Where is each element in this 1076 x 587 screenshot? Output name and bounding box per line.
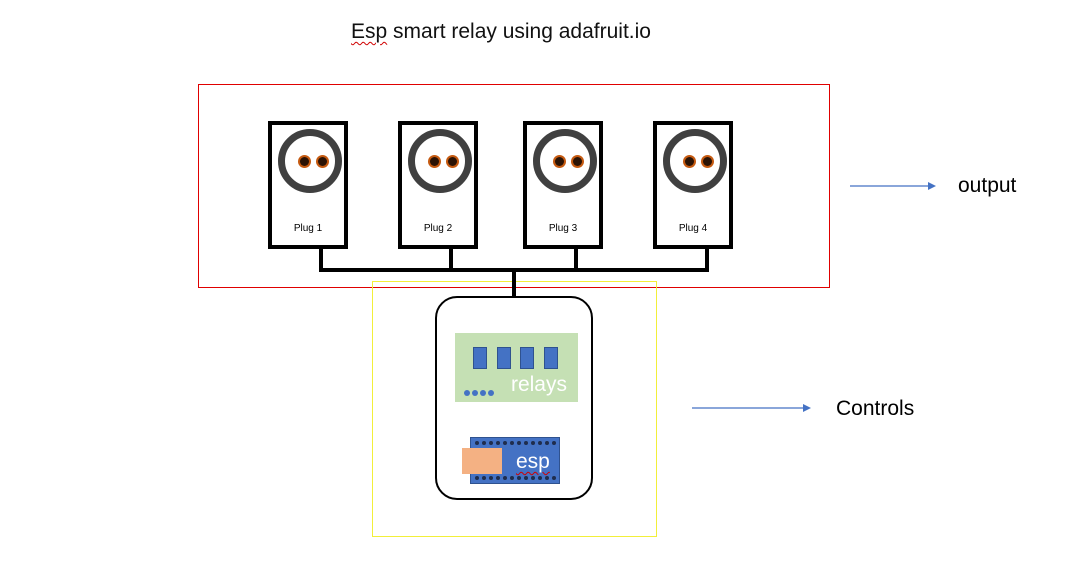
pin-dot	[552, 441, 556, 445]
pin-dot	[538, 441, 542, 445]
socket-hole	[685, 157, 694, 166]
pin-dot	[496, 476, 500, 480]
socket-icon	[533, 129, 597, 193]
socket-hole	[430, 157, 439, 166]
pin-dot	[496, 441, 500, 445]
pin-dot	[510, 441, 514, 445]
pin-dot	[531, 476, 535, 480]
socket-hole	[703, 157, 712, 166]
pin-dot	[510, 476, 514, 480]
esp-board: esp	[470, 437, 560, 484]
esp-chip	[462, 448, 502, 474]
pin-dot	[489, 441, 493, 445]
pin-dot	[488, 390, 494, 396]
socket-hole	[448, 157, 457, 166]
socket-hole	[573, 157, 582, 166]
pin-dot	[545, 441, 549, 445]
relay-icon	[497, 347, 511, 369]
plug-2: Plug 2	[398, 121, 478, 249]
pin-dot	[482, 476, 486, 480]
pin-dot	[472, 390, 478, 396]
pin-dot	[489, 476, 493, 480]
plug-3: Plug 3	[523, 121, 603, 249]
relay-board: relays	[455, 333, 578, 402]
plug-label: Plug 3	[548, 223, 578, 234]
title-spellcheck-word: Esp	[351, 20, 388, 43]
pin-dot	[503, 476, 507, 480]
plug-4: Plug 4	[653, 121, 733, 249]
pin-dot	[538, 476, 542, 480]
relay-board-label: relays	[510, 373, 567, 396]
title-rest: smart relay using adafruit.io	[387, 20, 651, 43]
pin-dot	[524, 441, 528, 445]
socket-icon	[663, 129, 727, 193]
pin-dot	[517, 441, 521, 445]
pin-dot	[475, 476, 479, 480]
plug-label: Plug 4	[678, 223, 708, 234]
plug-label: Plug 1	[293, 223, 323, 234]
pin-dot	[552, 476, 556, 480]
plug-label: Plug 2	[423, 223, 453, 234]
plug-1: Plug 1	[268, 121, 348, 249]
pin-dot	[482, 441, 486, 445]
controls-label: Controls	[836, 397, 915, 420]
pin-dot	[517, 476, 521, 480]
socket-hole	[300, 157, 309, 166]
socket-hole	[318, 157, 327, 166]
relay-icon	[473, 347, 487, 369]
pin-dot	[480, 390, 486, 396]
output-arrow-icon	[850, 182, 936, 190]
controls-arrow-icon	[692, 404, 811, 412]
pin-dot	[524, 476, 528, 480]
diagram-title: Esp smart relay using adafruit.io	[351, 20, 651, 44]
output-label: output	[958, 174, 1017, 197]
relay-icon	[544, 347, 558, 369]
esp-board-label: esp	[516, 450, 550, 473]
pin-dot	[475, 441, 479, 445]
pin-dot	[531, 441, 535, 445]
pin-dot	[464, 390, 470, 396]
socket-icon	[408, 129, 472, 193]
socket-icon	[278, 129, 342, 193]
pin-dot	[503, 441, 507, 445]
relay-icon	[520, 347, 534, 369]
pin-dot	[545, 476, 549, 480]
socket-hole	[555, 157, 564, 166]
